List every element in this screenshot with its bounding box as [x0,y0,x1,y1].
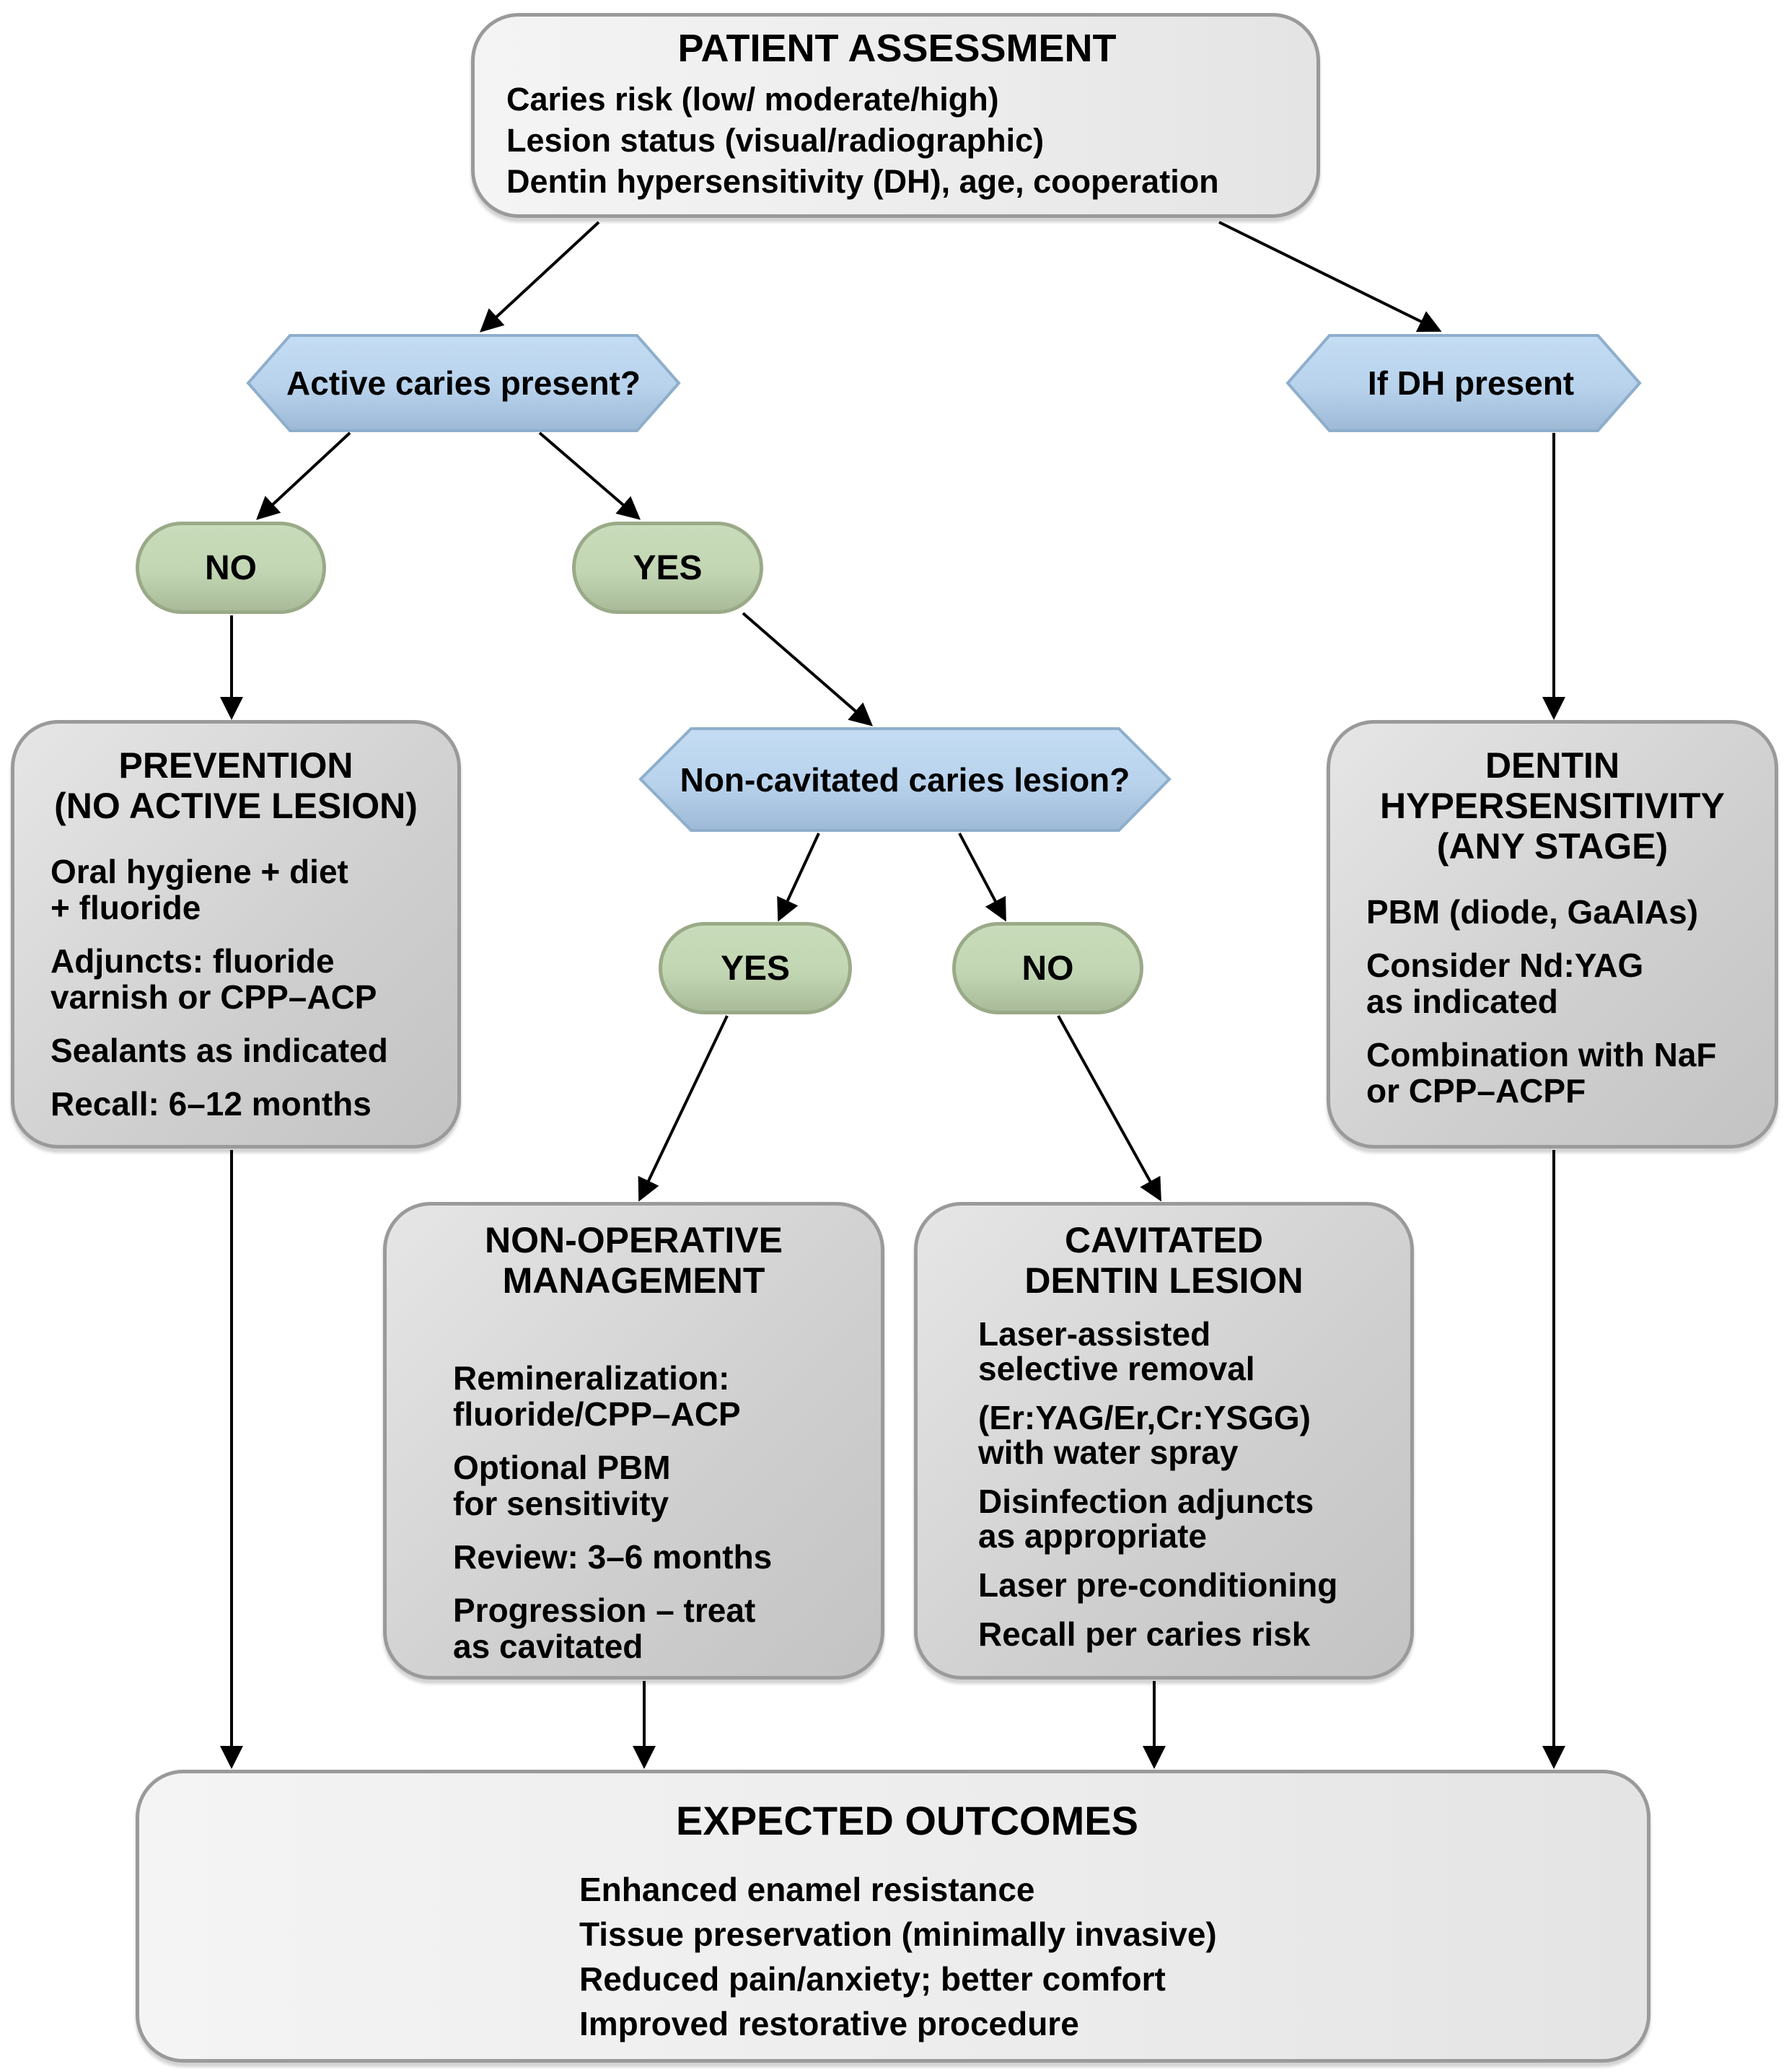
outcomes-title: EXPECTED OUTCOMES [676,1798,1138,1843]
prevention-title: PREVENTION (NO ACTIVE LESION) [54,745,418,826]
prevention-item: Adjuncts: fluoride varnish or CPP–ACP [50,942,377,1016]
non-operative-item: Optional PBM for sensitivity [453,1449,671,1522]
cavitated-item: (Er:YAG/Er,Cr:YSGG) with water spray [978,1399,1311,1471]
answer-active-no: NO [136,522,326,614]
prevention-item: Recall: 6–12 months [50,1085,372,1123]
dentin-item: Consider Nd:YAG as indicated [1366,947,1644,1020]
arrow-active-to-no [256,431,351,520]
non-operative-box: NON-OPERATIVE MANAGEMENT Remineralizatio… [383,1202,884,1680]
decision-dh-present: If DH present [1285,334,1642,432]
assessment-line: Caries risk (low/ moderate/high) [506,81,999,118]
answer-noncav-yes: YES [659,922,852,1014]
non-operative-title: NON-OPERATIVE MANAGEMENT [485,1220,783,1301]
expected-outcomes-box: EXPECTED OUTCOMES Enhanced enamel resist… [136,1770,1650,2063]
non-operative-item: Remineralization: fluoride/CPP–ACP [453,1359,741,1433]
arrow-yes-to-nonoperative [638,1015,729,1202]
hexagon-shape [638,727,1172,832]
outcome-item: Reduced pain/anxiety; better comfort [579,1960,1166,1998]
assessment-line: Lesion status (visual/radiographic) [506,122,1045,159]
outcome-item: Enhanced enamel resistance [579,1871,1035,1908]
decision-label: Active caries present? [286,364,641,402]
arrow-yes-to-noncavitated [742,612,874,726]
dentin-hypersensitivity-title: DENTIN HYPERSENSITIVITY (ANY STAGE) [1380,745,1725,866]
answer-noncav-no: NO [952,922,1143,1014]
arrow-noncav-to-no [958,833,1006,922]
dentin-item: PBM (diode, GaAIAs) [1366,893,1699,931]
cavitated-item: Laser pre-conditioning [978,1566,1338,1604]
cavitated-item: Recall per caries risk [978,1615,1311,1653]
arrow-noncav-to-yes [777,833,820,922]
hexagon-shape [246,334,681,432]
arrow-active-to-yes [538,431,641,520]
non-operative-item: Review: 3–6 months [453,1538,773,1576]
dentin-item: Combination with NaF or CPP–ACPF [1366,1036,1717,1110]
cavitated-title: CAVITATED DENTIN LESION [1024,1220,1304,1301]
hexagon-shape [1285,334,1642,432]
arrow-assessment-to-active-caries [480,221,600,333]
decision-label: Non-cavitated caries lesion? [680,760,1130,799]
cavitated-item: Laser-assisted selective removal [978,1315,1255,1387]
arrow-assessment-to-dh [1218,221,1442,333]
decision-non-cavitated: Non-cavitated caries lesion? [638,727,1172,832]
dentin-hypersensitivity-box: DENTIN HYPERSENSITIVITY (ANY STAGE) PBM … [1327,720,1778,1149]
answer-active-yes: YES [572,522,763,614]
assessment-line: Dentin hypersensitivity (DH), age, coope… [506,163,1219,200]
cavitated-item: Disinfection adjuncts as appropriate [978,1483,1314,1555]
outcome-item: Improved restorative procedure [579,2005,1079,2042]
prevention-item: Sealants as indicated [50,1032,388,1069]
prevention-item: Oral hygiene + diet + fluoride [50,853,348,926]
outcome-item: Tissue preservation (minimally invasive) [579,1915,1217,1953]
patient-assessment-title: PATIENT ASSESSMENT [677,27,1117,70]
arrow-no-to-cavitated [1057,1015,1161,1202]
non-operative-item: Progression – treat as cavitated [453,1592,756,1665]
prevention-box: PREVENTION (NO ACTIVE LESION) Oral hygie… [11,720,461,1149]
decision-active-caries: Active caries present? [246,334,681,432]
patient-assessment-box: PATIENT ASSESSMENT Caries risk (low/ mod… [471,13,1320,218]
decision-label: If DH present [1367,364,1575,402]
cavitated-box: CAVITATED DENTIN LESION Laser-assisted s… [914,1202,1414,1680]
